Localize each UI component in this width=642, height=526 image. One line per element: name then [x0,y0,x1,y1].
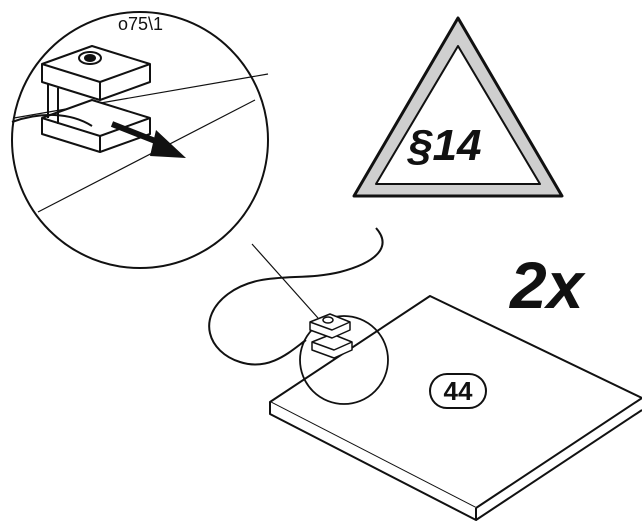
part-number-badge: 44 [429,373,487,409]
small-detail-circle [299,315,389,405]
detail-reference-label: o75\1 [118,14,163,34]
push-arrow-icon [110,121,186,158]
cable [11,114,384,366]
quantity-label: 2x [508,248,586,322]
warning-text: §14 [407,121,481,170]
panel-edge-line [13,73,269,119]
part-number-label: 44 [444,376,473,406]
detail-zoom: o75\1 [11,11,269,269]
panel-edge-line [37,99,256,213]
small-detail [299,313,389,405]
warning-sign: §14 [352,16,564,198]
detail-circle [11,11,269,269]
clip-bracket [41,45,151,153]
leader-line [251,243,319,319]
